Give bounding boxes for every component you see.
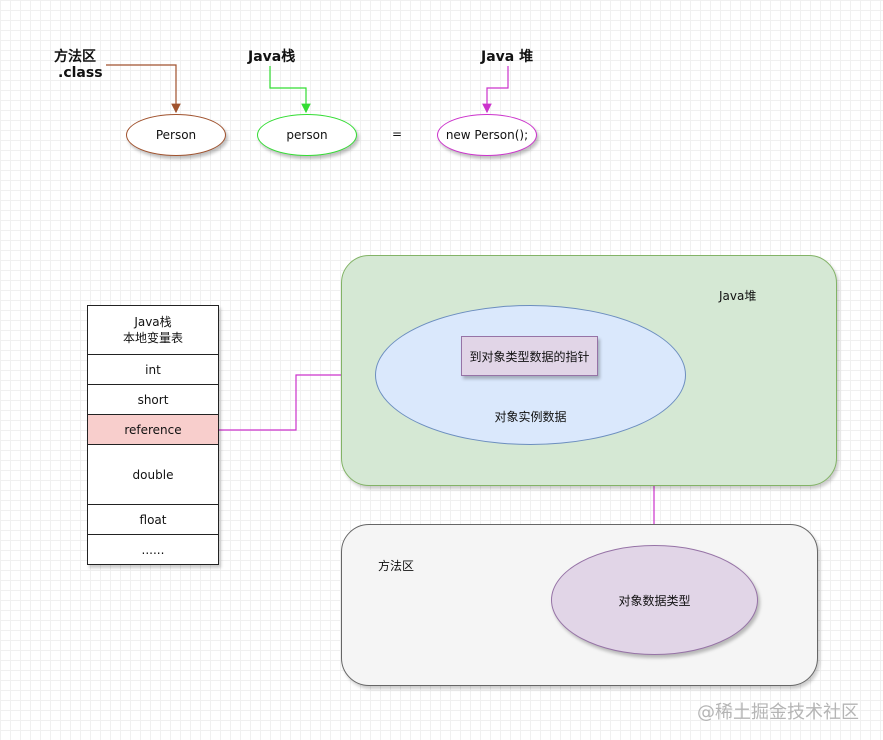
new-person-text: new Person(); bbox=[445, 128, 529, 142]
stack-row-ellipsis: ...... bbox=[141, 542, 165, 557]
stack-row-reference: reference bbox=[88, 415, 218, 445]
stack-title-line1: Java栈 bbox=[134, 315, 172, 329]
type-pointer-box: 到对象类型数据的指针 bbox=[461, 336, 598, 376]
arrow-heap-to-new bbox=[482, 66, 509, 114]
arrow-class-to-person bbox=[106, 64, 181, 114]
stack-row-short: short bbox=[88, 385, 218, 415]
arrow-reference-to-instance bbox=[217, 370, 377, 431]
object-type-data-text: 对象数据类型 bbox=[618, 593, 691, 608]
object-instance-data-text: 对象实例数据 bbox=[494, 410, 567, 424]
java-stack-label: Java栈 bbox=[248, 49, 296, 65]
stack-row-double: double bbox=[88, 445, 218, 505]
person-class-node: Person bbox=[126, 114, 226, 156]
person-variable-node: person bbox=[257, 114, 357, 156]
class-label: .class bbox=[58, 65, 103, 81]
object-type-data-node: 对象数据类型 bbox=[551, 545, 758, 655]
equals-sign: = bbox=[392, 127, 403, 141]
method-area-label: 方法区 bbox=[54, 49, 96, 65]
method-area-panel-label: 方法区 bbox=[378, 559, 415, 573]
local-variable-table: Java栈 本地变量表 int short reference double f… bbox=[87, 305, 219, 565]
arrow-stack-to-person bbox=[269, 66, 311, 114]
stack-row-float: float bbox=[88, 505, 218, 535]
watermark-text: @稀土掘金技术社区 bbox=[697, 702, 859, 723]
stack-row-int: int bbox=[88, 355, 218, 385]
new-person-node: new Person(); bbox=[437, 114, 537, 156]
stack-title-line2: 本地变量表 bbox=[122, 331, 183, 345]
java-heap-panel-label: Java堆 bbox=[719, 289, 757, 303]
person-class-text: Person bbox=[155, 128, 197, 142]
type-pointer-text: 到对象类型数据的指针 bbox=[469, 349, 590, 364]
person-variable-text: person bbox=[286, 128, 328, 142]
java-heap-label: Java 堆 bbox=[481, 49, 534, 65]
stack-title-cell: Java栈 本地变量表 bbox=[88, 306, 218, 355]
